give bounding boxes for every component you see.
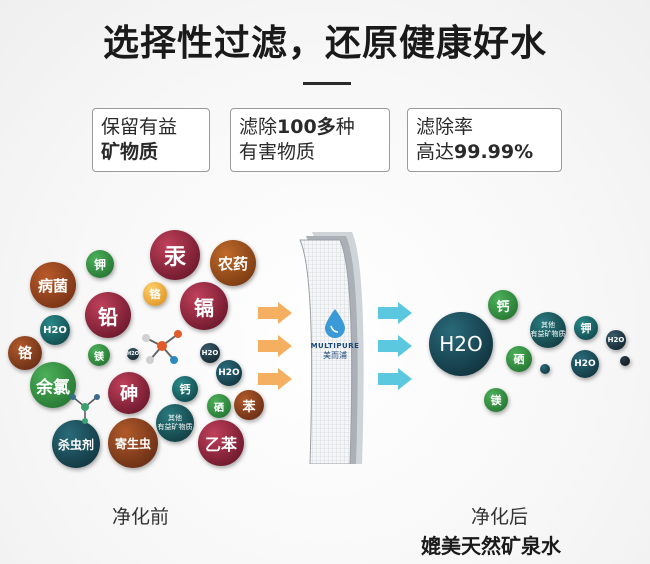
bubble-shen: 砷 (108, 372, 150, 414)
molecule-icon-small (70, 394, 100, 424)
bubble-nongyao: 农药 (210, 240, 256, 286)
bubble-ben: 苯 (234, 390, 264, 420)
bubble-h2o-c: H2O (216, 360, 242, 386)
arrow-out-icon (378, 335, 412, 357)
bubble-xi-after: 硒 (506, 346, 532, 372)
page-title: 选择性过滤，还原健康好水 (102, 23, 547, 64)
bubble-qian: 铅 (85, 292, 131, 338)
brand-logo: MULTIPURE 美而浦 (306, 308, 364, 374)
bubble-jia-before: 钾 (86, 250, 114, 278)
bubble-h2o-b: H2O (200, 343, 220, 363)
after-tagline: 媲美天然矿泉水 (421, 534, 561, 558)
bubble-shachongji: 杀虫剂 (52, 420, 100, 468)
water-drop-icon (325, 309, 345, 338)
feature-3-line1: 滤除率 (416, 116, 474, 138)
bubble-ge-yellow: 铬 (143, 282, 167, 306)
feature-1-line1: 保留有益 (101, 116, 178, 138)
dot-after (620, 356, 630, 366)
bubble-mei-after: 镁 (484, 388, 508, 412)
arrow-in-icon (258, 335, 292, 357)
arrow-in-icon (258, 368, 292, 390)
bubble-h2o-small-after: H2O (606, 330, 626, 350)
bubble-qita-after: 其他 有益矿物质 (530, 312, 566, 348)
dot-after (540, 364, 550, 374)
feature-2-line2: 有害物质 (239, 141, 316, 163)
bubble-gai-before: 钙 (172, 376, 198, 402)
bubble-mei-before: 镁 (88, 344, 110, 366)
bubble-xi-before: 硒 (207, 394, 231, 418)
bubble-yiben: 乙苯 (198, 420, 244, 466)
feature-box-rate: 滤除率 高达99.99% (407, 108, 562, 172)
brand-name-cn: 美而浦 (323, 351, 347, 360)
bubble-jia-after: 钾 (574, 316, 598, 340)
before-label: 净化前 (112, 506, 170, 528)
bubble-ge-cadmium: 镉 (180, 282, 228, 330)
bubble-qita-before: 其他 有益矿物质 (156, 404, 194, 442)
feature-box-minerals: 保留有益 矿物质 (92, 108, 210, 172)
molecule-icon (142, 330, 182, 364)
feature-2-line1: 滤除100多种 (239, 116, 355, 138)
feature-1-line2: 矿物质 (101, 141, 159, 163)
bubble-yulv: 余氯 (30, 362, 76, 408)
feature-box-harmful: 滤除100多种 有害物质 (230, 108, 390, 172)
bubble-gai-after: 钙 (488, 290, 518, 320)
bubble-bingjun: 病菌 (30, 262, 76, 308)
arrow-in-icon (258, 302, 292, 324)
brand-name-en: MULTIPURE (310, 342, 360, 350)
bubble-ge-chromium: 铬 (8, 336, 42, 370)
feature-3-line2: 高达99.99% (416, 141, 534, 163)
after-label: 净化后 (471, 506, 529, 528)
arrow-out-icon (378, 368, 412, 390)
bubble-h2o-tiny: H2O (127, 348, 139, 360)
arrow-out-icon (378, 302, 412, 324)
bubble-h2o-big: H2O (429, 312, 493, 376)
filter-membrane-icon (299, 232, 364, 464)
bubble-h2o-mid-after: H2O (571, 350, 599, 378)
bubble-gong: 汞 (150, 230, 200, 280)
title-underline (303, 82, 351, 85)
bubble-h2o-a: H2O (40, 315, 70, 345)
bubble-jishengchong: 寄生虫 (108, 418, 158, 468)
